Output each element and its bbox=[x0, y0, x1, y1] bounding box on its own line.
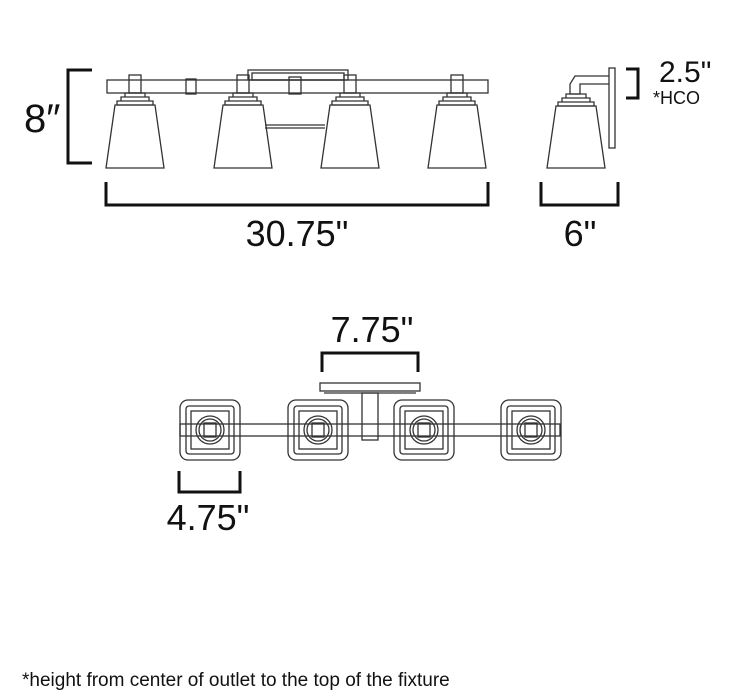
backplate bbox=[393, 399, 455, 461]
canopy-plate bbox=[319, 382, 421, 392]
top-view: 7.75" 4.75" bbox=[167, 309, 562, 538]
width-bracket bbox=[104, 182, 490, 207]
side-shade bbox=[546, 93, 606, 169]
backplates bbox=[179, 399, 562, 461]
shade bbox=[320, 74, 380, 169]
footnote: *height from center of outlet to the top… bbox=[22, 670, 450, 691]
hco-bracket bbox=[626, 67, 640, 100]
shade bbox=[105, 74, 165, 169]
backplate-label: 4.75" bbox=[167, 497, 250, 538]
shade bbox=[427, 74, 487, 169]
backplate bbox=[287, 399, 349, 461]
depth-bracket bbox=[539, 182, 620, 207]
backplate bbox=[179, 399, 241, 461]
canopy bbox=[247, 69, 349, 81]
height-bracket bbox=[66, 68, 92, 165]
hco-label: 2.5" bbox=[659, 56, 711, 89]
side-view: 2.5" *HCO 6" bbox=[539, 56, 711, 254]
bar-clip bbox=[185, 78, 197, 95]
width-label: 30.75" bbox=[246, 213, 349, 254]
canopy-label: 7.75" bbox=[331, 309, 414, 350]
wall-plate bbox=[608, 67, 616, 149]
bar-clip bbox=[288, 76, 302, 95]
backplate bbox=[500, 399, 562, 461]
backplate-bracket bbox=[177, 471, 242, 494]
front-view: 8″ 30.75" bbox=[24, 68, 490, 254]
canopy-bracket bbox=[320, 351, 420, 372]
hco-tag: *HCO bbox=[653, 88, 700, 108]
center-stem bbox=[361, 392, 379, 441]
shade bbox=[213, 74, 273, 169]
side-arm bbox=[569, 75, 609, 95]
height-label: 8″ bbox=[24, 97, 60, 141]
top-crossbar bbox=[179, 423, 561, 437]
depth-label: 6" bbox=[564, 213, 597, 254]
crossbar bbox=[106, 79, 489, 94]
shades bbox=[105, 74, 487, 169]
